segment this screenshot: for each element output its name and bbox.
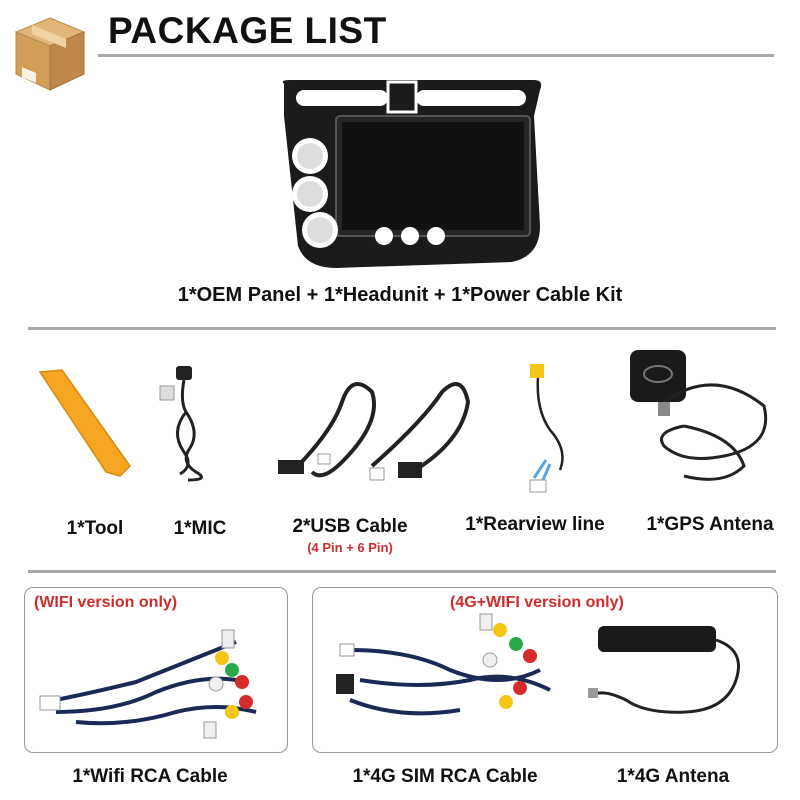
accessory-label-mic: 1*MIC bbox=[173, 518, 227, 539]
wifi-version-tag: (WIFI version only) bbox=[34, 594, 178, 611]
gps-antenna-image bbox=[624, 346, 776, 496]
oem-panel-headunit-image bbox=[276, 76, 548, 276]
sim-rca-cable-image bbox=[330, 610, 570, 750]
4g-antenna-image bbox=[586, 620, 756, 730]
accessory-label-tool: 1*Tool bbox=[66, 518, 124, 539]
accessory-label-rearview: 1*Rearview line bbox=[465, 514, 605, 535]
pry-tool-image bbox=[36, 366, 136, 478]
sim-rca-cable-label: 1*4G SIM RCA Cable bbox=[352, 766, 538, 787]
microphone-image bbox=[150, 362, 220, 486]
package-box-icon bbox=[14, 12, 86, 92]
header-divider bbox=[98, 54, 774, 57]
wifi-rca-cable-label: 1*Wifi RCA Cable bbox=[72, 766, 228, 787]
wifi-version-box bbox=[24, 587, 288, 753]
4g-version-box bbox=[312, 587, 778, 753]
4g-version-tag: (4G+WIFI version only) bbox=[450, 594, 624, 611]
usb-pin-note: (4 Pin + 6 Pin) bbox=[307, 540, 393, 555]
section-divider-1 bbox=[28, 327, 776, 330]
4g-antenna-label: 1*4G Antena bbox=[616, 766, 730, 787]
accessory-label-usb: 2*USB Cable bbox=[292, 516, 408, 537]
usb-cable-image bbox=[272, 362, 482, 492]
wifi-rca-cable-image bbox=[36, 612, 276, 746]
page-title: PACKAGE LIST bbox=[108, 10, 387, 51]
main-item-label: 1*OEM Panel + 1*Headunit + 1*Power Cable… bbox=[177, 284, 623, 306]
section-divider-2 bbox=[28, 570, 776, 573]
accessory-label-gps: 1*GPS Antena bbox=[646, 514, 774, 535]
rearview-cable-image bbox=[520, 360, 576, 500]
